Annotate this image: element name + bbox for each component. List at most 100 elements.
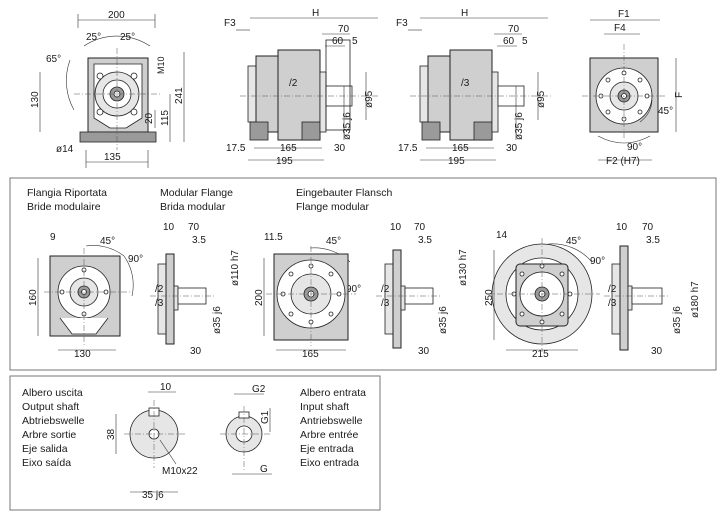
dim-3-5: 3.5 [192, 235, 206, 246]
dim-G: G [260, 464, 268, 475]
dim-d110: ø110 h7 [230, 250, 241, 286]
dim-F4: F4 [614, 23, 626, 34]
flange-180: 14 45° 90° 250 215 10 70 3.5 /2 /3 ø180 … [484, 222, 701, 360]
dim-d35: ø35 j6 [514, 112, 525, 140]
dim-10: 10 [616, 222, 628, 233]
label-3: /3 [608, 298, 617, 309]
dim-70: 70 [508, 24, 520, 35]
dim-30: 30 [190, 346, 202, 357]
flange-110: 9 45° 90° 160 130 10 70 3.5 /2 /3 ø110 h… [28, 222, 241, 360]
dim-38: 38 [106, 428, 117, 440]
label-2: /2 [289, 78, 298, 89]
angle-90: 90° [128, 254, 143, 265]
dim-165: 165 [302, 349, 319, 360]
dim-165: 165 [452, 143, 469, 154]
input-shaft-drawing: G2 G1 G [220, 384, 272, 475]
angle-25-right: 25° [120, 32, 135, 43]
angle-45: 45° [326, 236, 341, 247]
flange-titles: Flangia Riportata Bride modulaire Modula… [27, 187, 392, 213]
flange-title-it: Flangia Riportata [27, 187, 107, 199]
input-shaft-legend: Albero entrata Input shaft Antriebswelle… [300, 387, 366, 469]
flange-title-de: Eingebauter Flansch [296, 187, 392, 199]
side-view-3: H F3 70 60 5 /3 ø95 ø35 j6 17.5 165 30 1… [396, 8, 552, 167]
dim-d130: ø130 h7 [458, 249, 469, 286]
dim-d35: ø35 j6 [672, 306, 683, 334]
label-3: /3 [155, 298, 164, 309]
dim-10: 10 [160, 382, 172, 393]
dim-5: 5 [522, 36, 528, 47]
svg-text:Abtriebswelle: Abtriebswelle [22, 415, 85, 427]
dim-d95: ø95 [364, 90, 375, 108]
angle-65: 65° [46, 54, 61, 65]
dim-9: 9 [50, 232, 56, 243]
label-2: /2 [381, 284, 390, 295]
dim-14: 14 [496, 230, 508, 241]
svg-text:Eixo saída: Eixo saída [22, 457, 71, 469]
dim-35-j6: 35 j6 [142, 490, 164, 501]
dim-195: 195 [276, 156, 293, 167]
dim-30: 30 [651, 346, 663, 357]
dim-250: 250 [484, 289, 495, 306]
dim-30: 30 [418, 346, 430, 357]
svg-text:Arbre sortie: Arbre sortie [22, 429, 76, 441]
svg-text:Output shaft: Output shaft [22, 401, 79, 413]
dim-70: 70 [188, 222, 200, 233]
dim-F1: F1 [618, 9, 630, 20]
svg-text:Albero uscita: Albero uscita [22, 387, 83, 399]
svg-text:Arbre entrée: Arbre entrée [300, 429, 359, 441]
rear-view: F1 F4 F 45° 90° F2 (H7) [582, 9, 685, 167]
dim-5: 5 [352, 36, 358, 47]
dim-60: 60 [332, 36, 344, 47]
dim-d95: ø95 [536, 90, 547, 108]
svg-text:Eixo entrada: Eixo entrada [300, 457, 359, 469]
dim-F3: F3 [396, 18, 408, 29]
svg-text:Antriebswelle: Antriebswelle [300, 415, 363, 427]
dim-G1: G1 [260, 410, 271, 424]
dim-F: F [674, 92, 685, 98]
side-view-2: H F3 70 60 5 /2 ø95 ø35 j6 17.5 165 30 1… [224, 8, 380, 167]
angle-90: 90° [627, 142, 642, 153]
svg-text:Eje entrada: Eje entrada [300, 443, 354, 455]
dim-30: 30 [334, 143, 346, 154]
label-3: /3 [381, 298, 390, 309]
angle-45: 45° [100, 236, 115, 247]
dim-30: 30 [506, 143, 518, 154]
dim-195: 195 [448, 156, 465, 167]
flange-panel [9, 177, 717, 371]
front-view: 200 25° 25° 65° M10 130 241 20 115 ø14 1… [30, 10, 185, 168]
flange-title-fr: Bride modulaire [27, 201, 101, 213]
dim-H: H [461, 8, 468, 19]
dim-115: 115 [160, 110, 171, 126]
dim-F3: F3 [224, 18, 236, 29]
dim-130: 130 [30, 91, 41, 108]
flange-title-es: Brida modular [160, 201, 226, 213]
label-2: /2 [608, 284, 617, 295]
angle-45: 45° [658, 106, 673, 117]
dim-d35: ø35 j6 [438, 306, 449, 334]
label-3: /3 [461, 78, 470, 89]
dim-10: 10 [163, 222, 175, 233]
dim-d14: ø14 [56, 144, 74, 155]
dim-3-5: 3.5 [646, 235, 660, 246]
label-2: /2 [155, 284, 164, 295]
dim-241: 241 [174, 87, 185, 104]
angle-45: 45° [566, 236, 581, 247]
dim-m10x22: M10x22 [162, 466, 198, 477]
dim-70: 70 [338, 24, 350, 35]
dim-70: 70 [642, 222, 654, 233]
dim-G2: G2 [252, 384, 266, 395]
dim-20: 20 [144, 112, 155, 124]
shafts-panel [9, 375, 381, 511]
dim-130: 130 [74, 349, 91, 360]
dim-160: 160 [28, 289, 39, 306]
dim-165: 165 [280, 143, 297, 154]
dim-11-5: 11.5 [264, 232, 283, 243]
label-m10: M10 [156, 56, 166, 74]
dim-F2: F2 (H7) [606, 156, 640, 167]
dim-17-5: 17.5 [226, 143, 246, 154]
dim-d35: ø35 j6 [342, 112, 353, 140]
dim-215: 215 [532, 349, 549, 360]
output-shaft-drawing: 10 38 M10x22 35 j6 [106, 382, 198, 501]
angle-25-left: 25° [86, 32, 101, 43]
